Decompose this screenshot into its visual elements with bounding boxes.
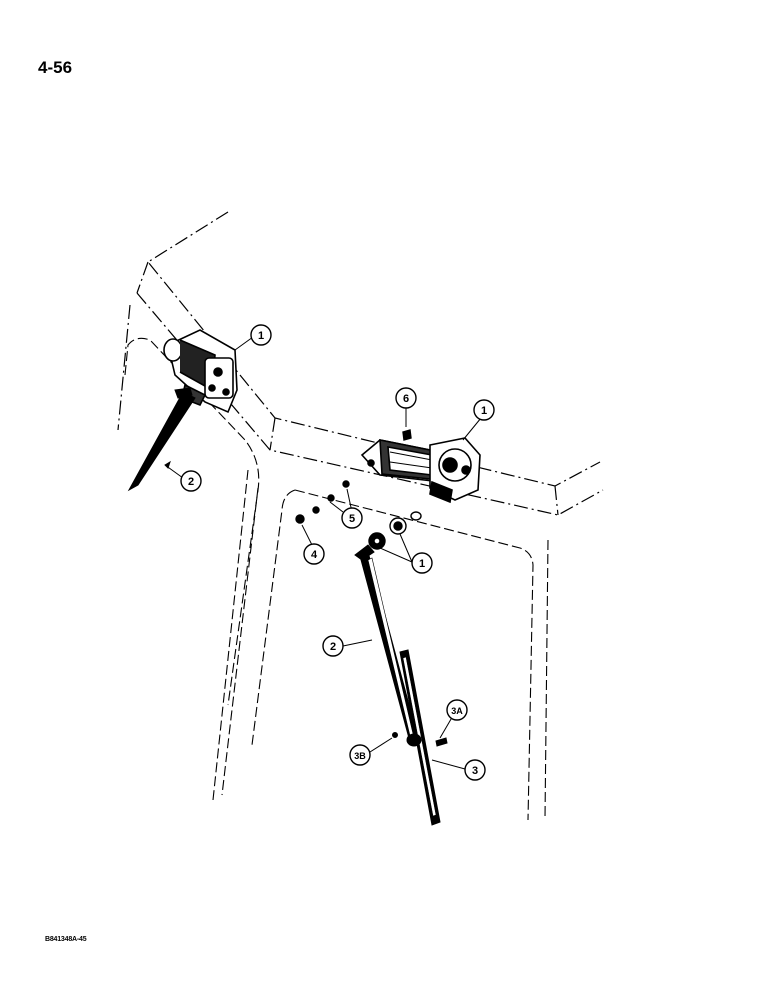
callout-blade-clip-a: 3A <box>446 699 468 721</box>
svg-text:2: 2 <box>330 641 336 653</box>
right-wiper-arm <box>354 544 419 743</box>
figure-code: B841348A-45 <box>45 936 87 943</box>
hardware-parts <box>295 429 422 550</box>
left-wiper-arm <box>127 387 196 492</box>
callout-left-arm: 2 <box>180 470 202 492</box>
callout-washers: 5 <box>341 507 363 529</box>
svg-text:3: 3 <box>472 765 478 777</box>
wiper-blade <box>392 649 448 826</box>
callout-right-bolt: 6 <box>395 387 417 409</box>
svg-text:1: 1 <box>258 330 264 342</box>
svg-text:1: 1 <box>419 558 425 570</box>
callout-blade-clip-b: 3B <box>349 744 371 766</box>
page-number: 4-56 <box>38 58 73 77</box>
right-wiper-motor <box>360 437 481 504</box>
svg-text:4: 4 <box>311 549 318 561</box>
window-frames <box>124 337 549 821</box>
callout-nuts: 1 <box>411 552 433 574</box>
callout-blade: 3 <box>464 759 486 781</box>
callout-right-motor: 1 <box>473 399 495 421</box>
callout-screw: 4 <box>303 543 325 565</box>
svg-text:6: 6 <box>403 393 409 405</box>
callout-left-motor: 1 <box>250 324 272 346</box>
callout-right-arm: 2 <box>322 635 344 657</box>
svg-text:2: 2 <box>188 476 194 488</box>
svg-text:5: 5 <box>349 513 355 525</box>
svg-text:3A: 3A <box>451 706 463 716</box>
svg-text:3B: 3B <box>354 751 366 761</box>
svg-text:1: 1 <box>481 405 487 417</box>
left-wiper-motor <box>163 329 238 414</box>
